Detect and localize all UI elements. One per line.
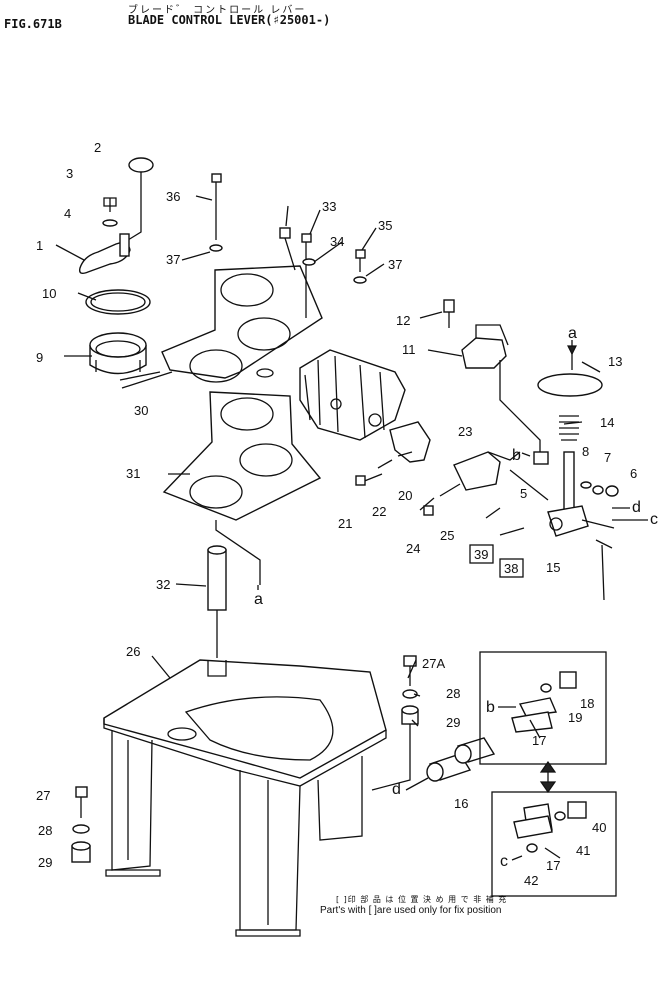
callout-28-left: 28 — [38, 823, 52, 838]
callout-39: 39 — [474, 547, 488, 562]
rod-part-32 — [207, 545, 227, 658]
callout-37-right: 37 — [388, 257, 402, 272]
connector-c-top: c — [650, 511, 658, 528]
top-plate-part-30 — [121, 265, 323, 389]
callout-36: 36 — [166, 189, 180, 204]
frame-38 — [499, 558, 524, 578]
knob-part-2 — [128, 157, 154, 173]
washer-part-4 — [102, 219, 118, 227]
stand-frame-part-26 — [103, 659, 387, 937]
callout-41: 41 — [576, 843, 590, 858]
callout-35: 35 — [378, 218, 392, 233]
callout-42: 42 — [524, 873, 538, 888]
bracket-part-11 — [443, 299, 549, 465]
leader-lines — [55, 195, 601, 727]
connector-a-top: a — [568, 325, 577, 342]
callout-19: 19 — [568, 710, 582, 725]
callout-34: 34 — [330, 234, 344, 249]
detail-box-a — [479, 651, 607, 765]
top-bolts — [209, 173, 367, 318]
callout-13: 13 — [608, 354, 622, 369]
callout-15: 15 — [546, 560, 560, 575]
callout-17-a: 17 — [532, 733, 546, 748]
callout-8: 8 — [582, 444, 589, 459]
gasket-part-31 — [162, 391, 322, 585]
alternate-arrow-icon — [539, 760, 557, 794]
callout-33: 33 — [322, 199, 336, 214]
callout-40: 40 — [592, 820, 606, 835]
connector-b-box: b — [486, 699, 495, 716]
bolt-stack-left — [71, 786, 91, 863]
lever-group — [78, 157, 154, 375]
callout-4: 4 — [64, 206, 71, 221]
callout-22: 22 — [372, 504, 386, 519]
callout-29-left: 29 — [38, 855, 52, 870]
callout-6: 6 — [630, 466, 637, 481]
connector-c-box: c — [500, 853, 508, 870]
connector-a-bottom: a — [254, 591, 263, 608]
callout-17-b: 17 — [546, 858, 560, 873]
frame-39 — [469, 544, 494, 564]
connector-d-top: d — [632, 499, 641, 516]
figure-id: FIG.671B — [4, 17, 62, 31]
callout-16: 16 — [454, 796, 468, 811]
callout-25: 25 — [440, 528, 454, 543]
callout-21: 21 — [338, 516, 352, 531]
callout-27: 27 — [36, 788, 50, 803]
footnote-english: Part's with [ ]are used only for fix pos… — [320, 905, 502, 916]
callout-3: 3 — [66, 166, 73, 181]
callout-37-left: 37 — [166, 252, 180, 267]
callout-1: 1 — [36, 238, 43, 253]
footnote-japanese: [ ]印 部 品 は 位 置 決 め 用 で 非 補 充 — [336, 895, 508, 904]
callout-38: 38 — [504, 561, 518, 576]
callout-24: 24 — [406, 541, 420, 556]
connector-labels: a a b b c c d d — [254, 325, 658, 870]
callout-28-right: 28 — [446, 686, 460, 701]
callout-labels: 1 2 3 4 5 6 7 8 9 10 11 12 13 14 15 16 1… — [36, 140, 637, 888]
connector-d-bottom: d — [392, 781, 401, 798]
callout-11: 11 — [402, 342, 416, 357]
callout-26: 26 — [126, 644, 140, 659]
callout-23: 23 — [458, 424, 472, 439]
callout-30: 30 — [134, 403, 148, 418]
title-japanese: ブレード゛ コントロール レバー — [128, 5, 307, 16]
control-valve — [299, 349, 406, 441]
callout-18: 18 — [580, 696, 594, 711]
right-linkage — [355, 352, 619, 601]
title-english: BLADE CONTROL LEVER(♯25001-) — [128, 13, 331, 27]
callout-32: 32 — [156, 577, 170, 592]
callout-7: 7 — [604, 450, 611, 465]
lever-part-1 — [78, 242, 131, 275]
callout-14: 14 — [600, 415, 614, 430]
connector-b-top: b — [512, 447, 521, 464]
callout-5: 5 — [520, 486, 527, 501]
callout-10: 10 — [42, 286, 56, 301]
ring-part-10 — [85, 289, 151, 315]
callout-31: 31 — [126, 466, 140, 481]
bushing-part-16 — [426, 737, 496, 782]
callout-27a: 27A — [422, 656, 445, 671]
callout-12: 12 — [396, 313, 410, 328]
callout-29-right: 29 — [446, 715, 460, 730]
callout-2: 2 — [94, 140, 101, 155]
callout-20: 20 — [398, 488, 412, 503]
lever-stem — [119, 233, 130, 257]
detail-box-b — [491, 791, 617, 897]
callout-9: 9 — [36, 350, 43, 365]
